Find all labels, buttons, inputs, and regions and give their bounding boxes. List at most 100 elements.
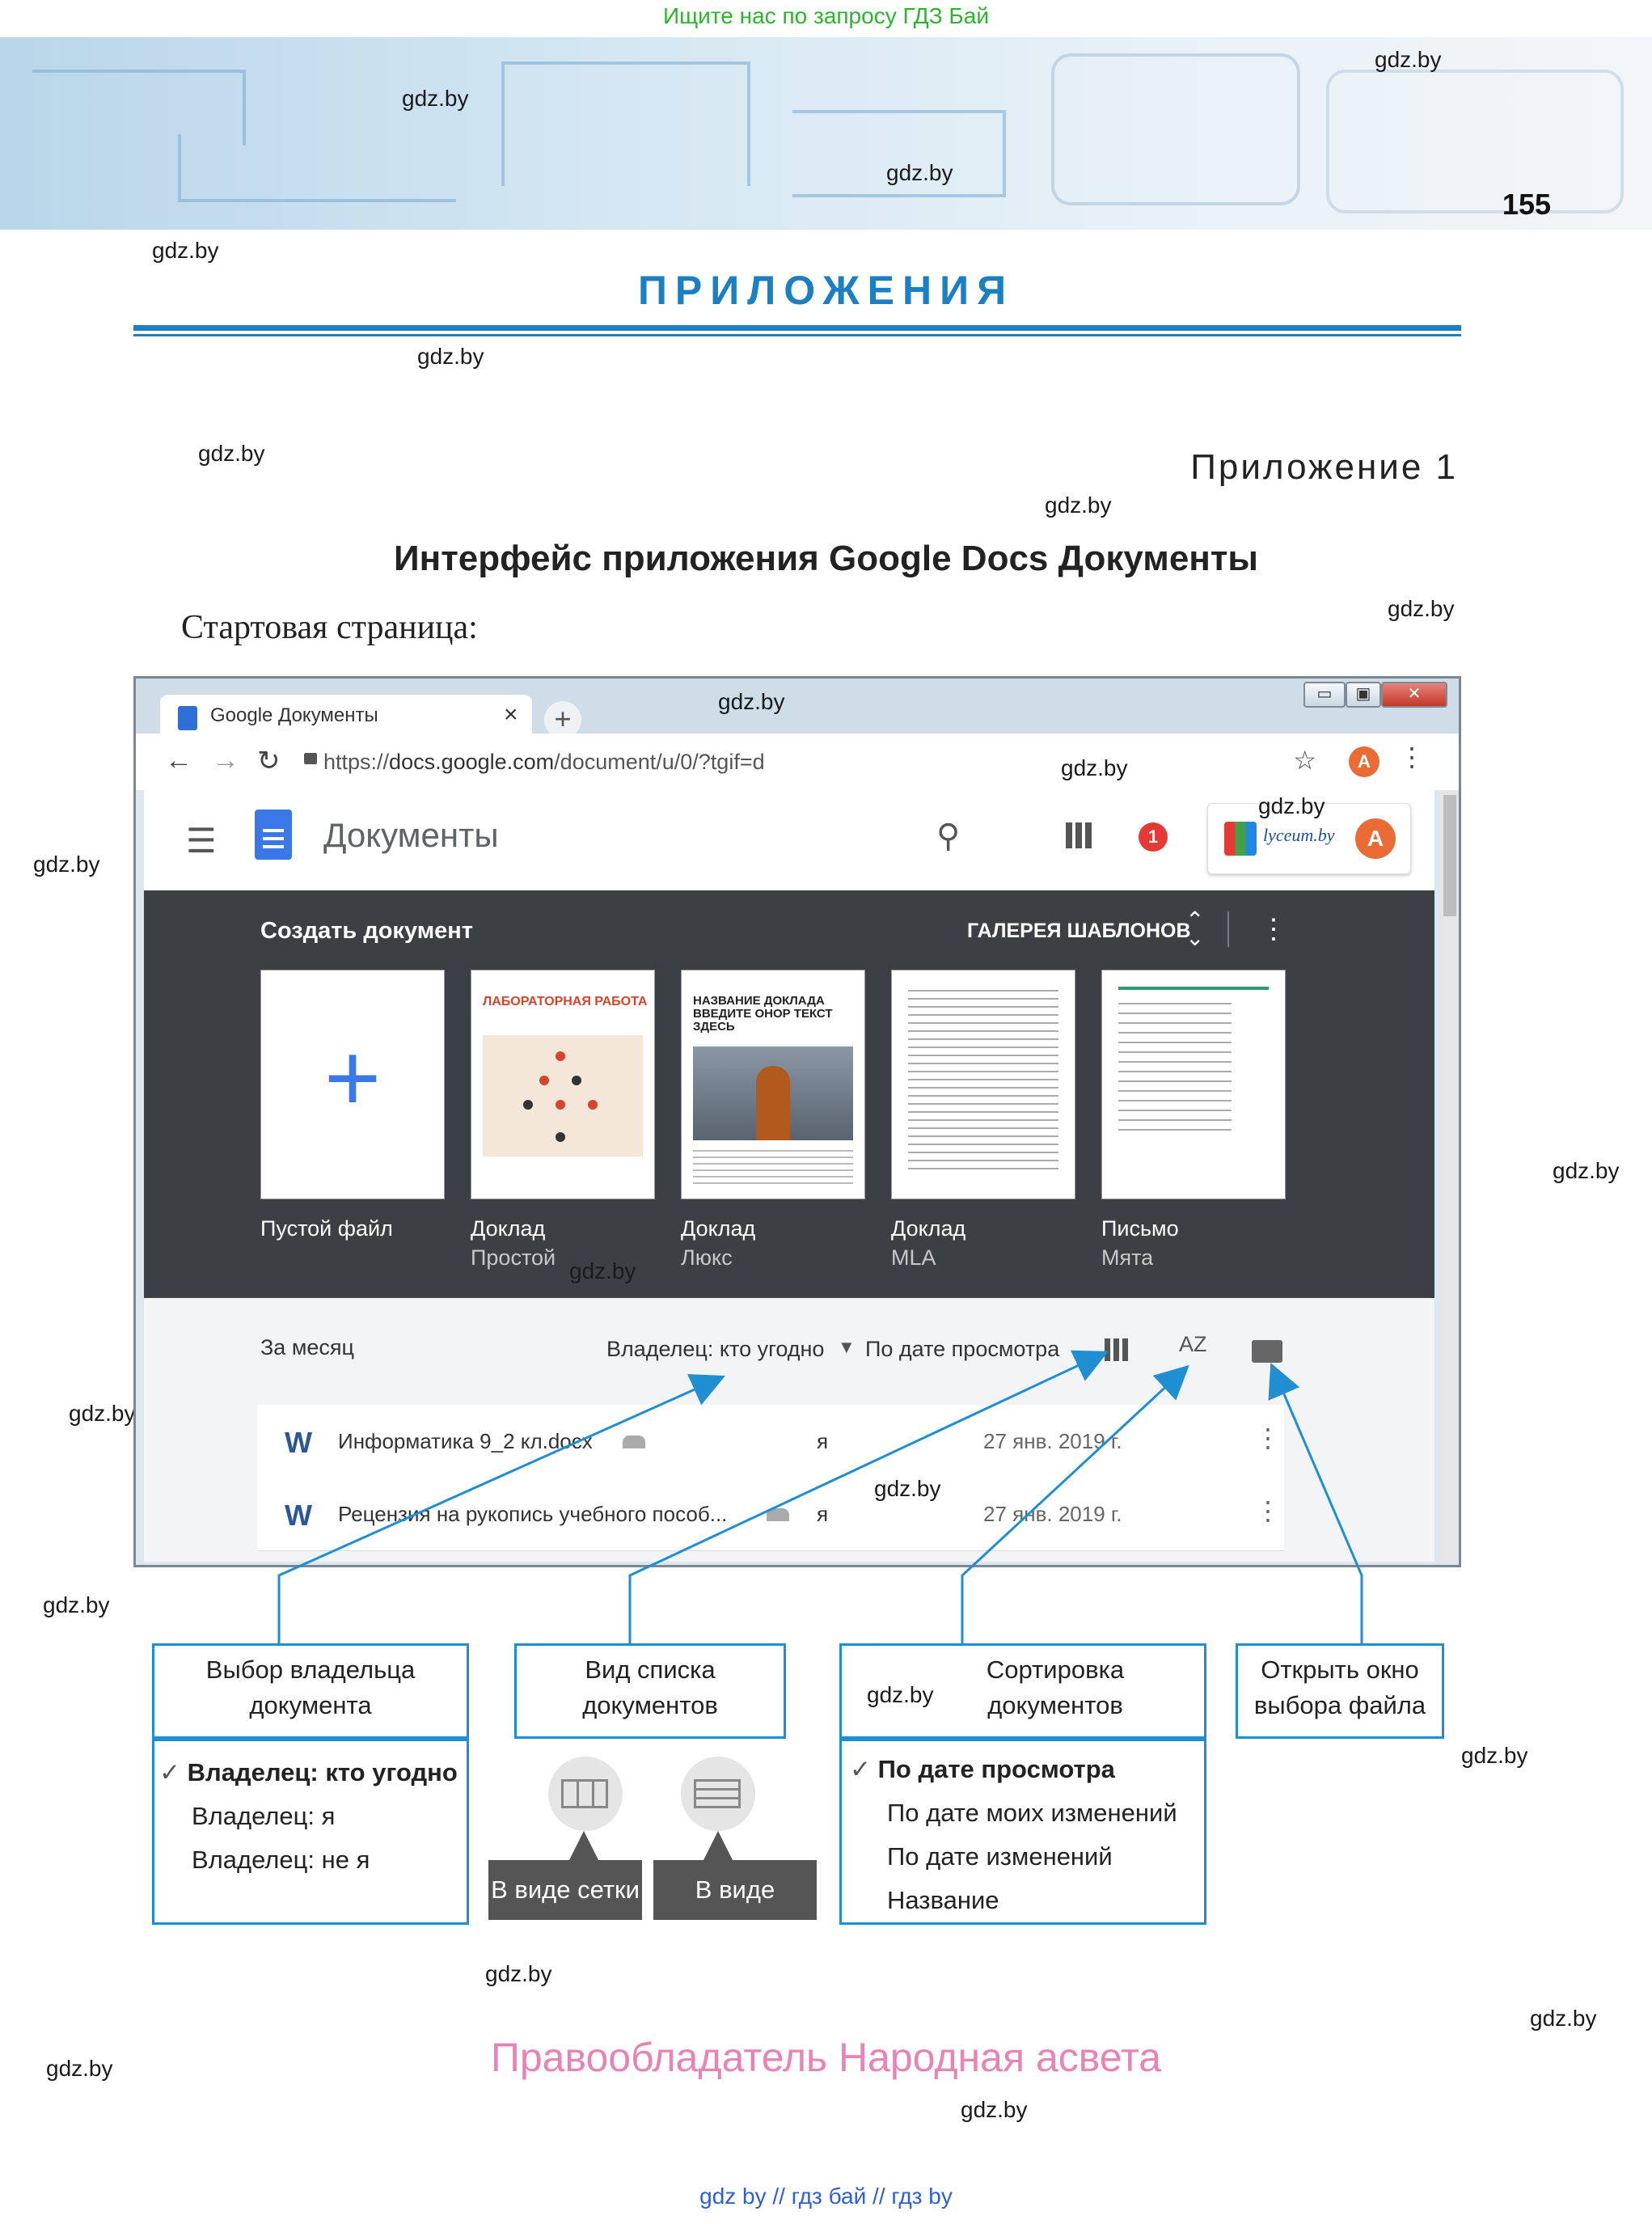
template-blank[interactable]: +: [260, 970, 445, 1199]
app-name: Документы: [323, 816, 499, 854]
template-report-simple[interactable]: ЛАБОРАТОРНАЯ РАБОТА: [471, 970, 655, 1199]
file-name: Рецензия на рукопись учебного пособ...: [338, 1502, 728, 1526]
watermark: gdz.by: [46, 2056, 113, 2081]
open-file-callout: Открыть окно выбора файла: [1236, 1643, 1444, 1739]
word-file-icon: W: [285, 1499, 312, 1532]
watermark: gdz.by: [1061, 755, 1128, 780]
word-file-icon: W: [285, 1426, 312, 1459]
watermark: gdz.by: [1375, 47, 1442, 72]
template-preview-title: НАЗВАНИЕ ДОКЛАДА ВВЕДИТЕ ОНОР ТЕКСТ ЗДЕС…: [693, 994, 833, 1034]
more-icon[interactable]: ⋮: [1399, 742, 1425, 772]
template-preview-lines: [1118, 1003, 1232, 1132]
lock-icon: [304, 753, 317, 764]
more-icon[interactable]: ⋮: [1260, 914, 1287, 945]
window-controls: ▭ ▣ ✕: [1303, 682, 1447, 709]
watermark: gdz.by: [961, 2097, 1028, 2122]
watermark: gdz.by: [485, 1961, 552, 1986]
account-avatar[interactable]: А: [1355, 818, 1396, 859]
owner-filter[interactable]: Владелец: кто угодно: [606, 1337, 825, 1361]
close-window-button[interactable]: ✕: [1381, 682, 1447, 708]
star-icon[interactable]: ☆: [1293, 746, 1316, 775]
watermark: gdz.by: [1388, 596, 1455, 621]
sort-az-icon[interactable]: AZ: [1179, 1332, 1207, 1356]
url-field[interactable]: https://docs.google.com/document/u/0/?tg…: [323, 750, 765, 774]
sort-menu: ✓ По дате просмотра По дате моих изменен…: [839, 1739, 1206, 1925]
watermark: gdz.by: [198, 441, 265, 466]
watermark: gdz.by: [1530, 2006, 1597, 2031]
template-report-mla[interactable]: [891, 970, 1075, 1199]
maximize-button[interactable]: ▣: [1346, 682, 1381, 708]
close-icon[interactable]: ×: [504, 701, 518, 728]
back-icon[interactable]: ←: [165, 745, 192, 776]
pointer: [703, 1831, 733, 1860]
browser-tab[interactable]: Google Документы ×: [160, 695, 532, 737]
section-title: ПРИЛОЖЕНИЯ: [637, 268, 1015, 313]
page-number: 155: [1502, 188, 1551, 221]
apps-grid-icon[interactable]: [1066, 822, 1092, 848]
template-letter-mint[interactable]: [1101, 970, 1286, 1199]
sort-callout: Сортировка документов: [839, 1643, 1206, 1739]
scrollbar[interactable]: [1441, 790, 1459, 1562]
watermark: gdz.by: [867, 1682, 934, 1707]
menu-icon[interactable]: ☰: [186, 822, 217, 860]
divider: [1227, 911, 1229, 947]
chevron-down-icon[interactable]: ▼: [838, 1337, 856, 1357]
grid-view-icon[interactable]: [1105, 1338, 1129, 1361]
browser-avatar[interactable]: А: [1349, 746, 1379, 777]
notification-badge[interactable]: 1: [1139, 822, 1168, 852]
sort-label[interactable]: По дате просмотра: [865, 1337, 1060, 1361]
template-report-lux[interactable]: НАЗВАНИЕ ДОКЛАДА ВВЕДИТЕ ОНОР ТЕКСТ ЗДЕС…: [681, 970, 865, 1199]
reload-icon[interactable]: ↻: [257, 746, 281, 776]
owner-callout: Выбор владельца документа: [152, 1643, 469, 1739]
docs-app-bar: ☰ Документы ⚲ 1 lyceum.by А: [144, 790, 1434, 890]
check-icon: ✓: [159, 1758, 180, 1786]
lyceum-logo-icon: [1224, 822, 1257, 856]
menu-item-sort-my-edits[interactable]: По дате моих изменений: [887, 1799, 1177, 1827]
table-row[interactable]: W Рецензия на рукопись учебного пособ...…: [257, 1478, 1284, 1551]
template-preview-lines: [693, 1150, 853, 1187]
template-name: Пустой файл: [260, 1216, 393, 1241]
list-view-icon[interactable]: [681, 1757, 755, 1831]
template-preview-photo: [693, 1046, 853, 1140]
shared-icon: [623, 1435, 645, 1448]
minimize-button[interactable]: ▭: [1303, 682, 1346, 708]
footer-links[interactable]: gdz by // гдз бай // гдз by: [699, 2184, 953, 2209]
expand-icon[interactable]: ⌃⌄: [1185, 907, 1205, 950]
menu-item-sort-name[interactable]: Название: [887, 1886, 999, 1914]
header-strip: [0, 0, 1652, 37]
browser-window: Google Документы × + ▭ ▣ ✕ ← → ↻ https:/…: [133, 676, 1461, 1567]
subtitle: Стартовая страница:: [181, 609, 478, 646]
grid-view-icon[interactable]: [548, 1757, 623, 1831]
file-date: 27 янв. 2019 г.: [983, 1502, 1122, 1526]
gallery-button[interactable]: ГАЛЕРЕЯ ШАБЛОНОВ: [967, 920, 1191, 942]
account-logo-text: lyceum.by: [1263, 825, 1335, 845]
shared-icon: [767, 1508, 789, 1521]
new-tab-button[interactable]: +: [544, 701, 581, 738]
list-view-label: В виде списка: [653, 1860, 817, 1964]
view-callout: Вид списка документов: [514, 1643, 786, 1739]
template-accent-bar: [1118, 987, 1269, 990]
account-card[interactable]: lyceum.by А: [1207, 803, 1411, 874]
forward-icon[interactable]: →: [212, 745, 239, 776]
copyright: Правообладатель Народная асвета: [490, 2035, 1162, 2080]
create-label: Создать документ: [260, 918, 473, 944]
menu-item-owner-any[interactable]: ✓ Владелец: кто угодно: [159, 1758, 458, 1786]
appendix-label: Приложение 1: [1190, 447, 1458, 487]
owner-menu: ✓ Владелец: кто угодно Владелец: я Владе…: [152, 1739, 469, 1925]
folder-icon[interactable]: [1252, 1340, 1282, 1363]
menu-item-owner-not-me[interactable]: Владелец: не я: [192, 1846, 370, 1874]
docs-content: Создать документ ГАЛЕРЕЯ ШАБЛОНОВ ⌃⌄ ⋮ +…: [144, 890, 1434, 1562]
address-bar: ← → ↻ https://docs.google.com/document/u…: [136, 734, 1459, 790]
menu-item-sort-edits[interactable]: По дате изменений: [887, 1842, 1113, 1871]
more-icon[interactable]: ⋮: [1255, 1496, 1281, 1525]
more-icon[interactable]: ⋮: [1255, 1423, 1281, 1452]
menu-item-owner-me[interactable]: Владелец: я: [192, 1802, 336, 1830]
search-icon[interactable]: ⚲: [936, 818, 961, 854]
file-name: Информатика 9_2 кл.docx: [338, 1429, 593, 1453]
table-row[interactable]: W Информатика 9_2 кл.docx я 27 янв. 2019…: [257, 1405, 1284, 1478]
check-icon: ✓: [850, 1755, 871, 1783]
document-title: Интерфейс приложения Google Docs Докумен…: [394, 539, 1258, 578]
menu-item-sort-viewed[interactable]: ✓ По дате просмотра: [850, 1755, 1115, 1783]
